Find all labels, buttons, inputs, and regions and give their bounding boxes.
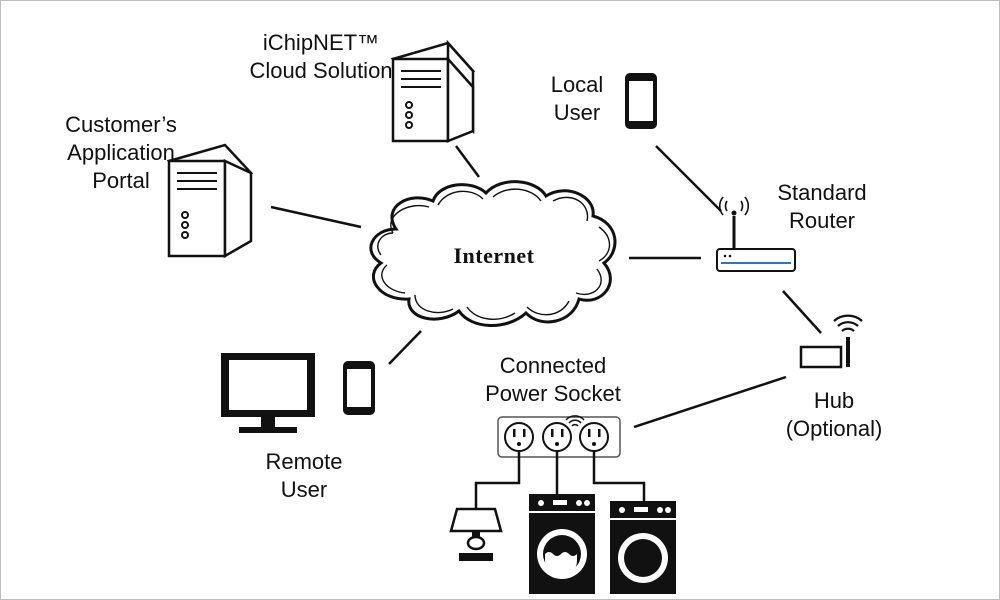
link-router-hub — [782, 290, 822, 334]
link-cloud-solution-internet — [454, 145, 481, 178]
link-local-user-router — [655, 145, 722, 212]
power-socket-label-line2: Power Socket — [485, 381, 621, 406]
cloud-solution-server-icon — [390, 39, 476, 143]
remote-user-label: Remote User — [246, 448, 362, 504]
lamp-icon — [449, 507, 503, 561]
wifi-icon — [833, 314, 863, 332]
remote-user-label-line1: Remote — [265, 449, 343, 474]
power-strip-icon — [497, 415, 621, 458]
power-cords — [474, 451, 646, 509]
internet-cloud-icon: Internet — [369, 180, 617, 327]
customer-portal-label-line2: Application — [67, 140, 175, 165]
router-label-line2: Router — [788, 208, 856, 233]
customer-portal-label: Customer’s Application Portal — [39, 111, 203, 195]
hub-label-line2: (Optional) — [785, 416, 883, 441]
local-user-label-line2: User — [553, 100, 601, 125]
router-label: Standard Router — [761, 179, 883, 235]
link-hub-socket — [633, 375, 787, 429]
local-user-smartphone-icon — [625, 73, 657, 129]
connection-lines — [270, 145, 822, 429]
cloud-solution-label-line2: Cloud Solution — [249, 58, 393, 83]
hub-label: Hub (Optional) — [771, 387, 897, 443]
cloud-solution-label-line1: iChipNET™ — [262, 30, 380, 55]
link-internet-remote-user — [388, 330, 422, 365]
cloud-solution-label: iChipNET™ Cloud Solution — [231, 29, 411, 85]
remote-user-smartphone-icon — [343, 361, 375, 415]
local-user-label: Local User — [536, 71, 618, 127]
dryer-icon — [610, 501, 676, 594]
hub-icon — [799, 314, 863, 369]
local-user-label-line1: Local — [550, 72, 604, 97]
customer-portal-label-line3: Portal — [92, 168, 150, 193]
power-socket-label: Connected Power Socket — [463, 352, 643, 408]
remote-user-label-line2: User — [280, 477, 328, 502]
customer-portal-label-line1: Customer’s — [65, 112, 177, 137]
router-icon — [716, 196, 796, 272]
customer-portal-server-icon — [166, 143, 254, 259]
washing-machine-icon — [529, 494, 595, 594]
power-socket-label-line1: Connected — [499, 353, 607, 378]
link-portal-internet — [270, 205, 362, 229]
monitor-icon — [221, 353, 315, 433]
internet-label: Internet — [454, 243, 535, 268]
hub-label-line1: Hub — [813, 388, 855, 413]
router-label-line1: Standard — [777, 180, 867, 205]
